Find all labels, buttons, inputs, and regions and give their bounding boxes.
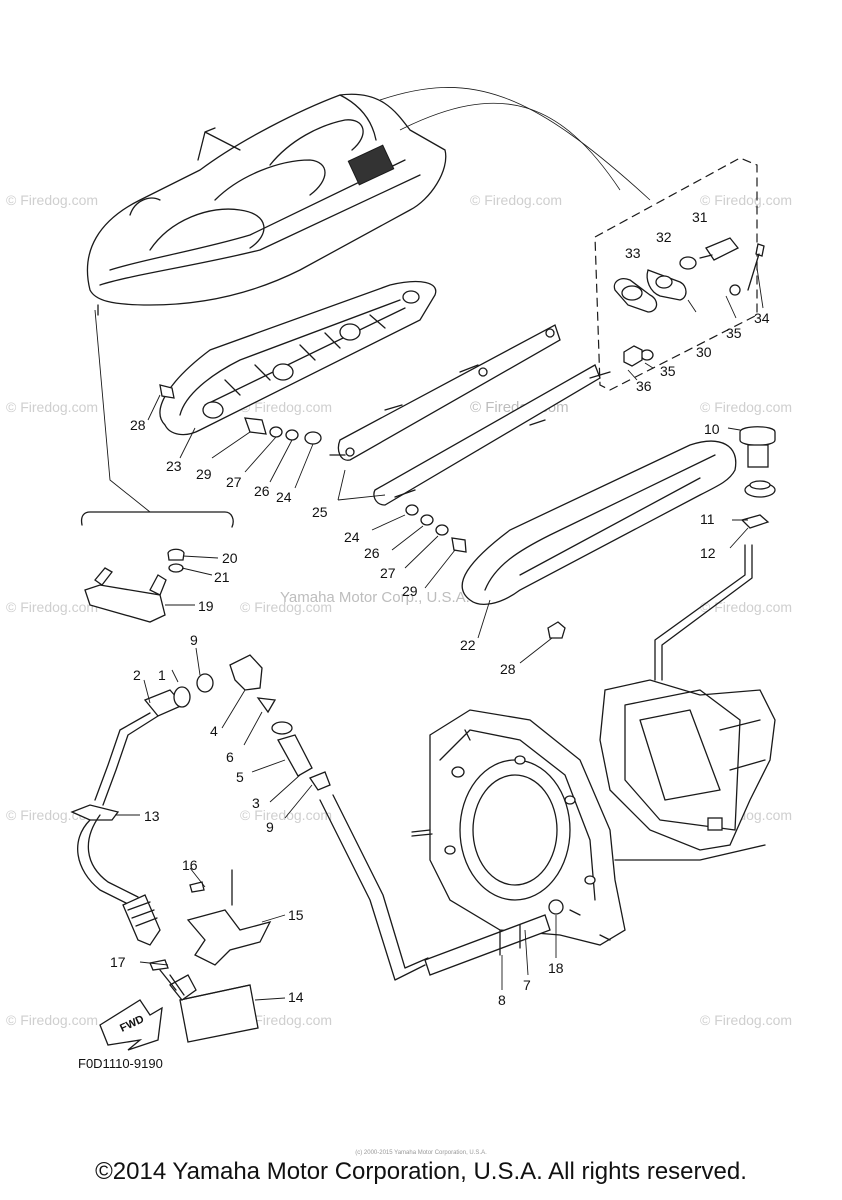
callout-18: 18 <box>548 960 564 976</box>
watermark: © Firedog.com <box>700 1012 792 1028</box>
jet-pump-housing <box>599 679 776 861</box>
watermark: © Firedog.com <box>700 399 792 415</box>
callout-30: 30 <box>696 344 712 360</box>
callout-31: 31 <box>692 209 708 225</box>
hose-fittings <box>94 647 331 819</box>
lower-hose-assembly <box>70 804 286 1043</box>
watermark: © Firedog.com <box>240 807 332 823</box>
copyright-notice: ©2014 Yamaha Motor Corporation, U.S.A. A… <box>95 1158 747 1185</box>
callout-33: 33 <box>625 245 641 261</box>
cooling-hose-assembly <box>319 794 557 990</box>
callout-27b: 27 <box>380 565 396 581</box>
callout-2: 2 <box>133 667 141 683</box>
tiny-credit: (c) 2000-2015 Yamaha Motor Corporation, … <box>355 1150 487 1156</box>
fwd-arrow: FWD <box>99 999 163 1051</box>
callout-15: 15 <box>288 907 304 923</box>
callout-26a: 26 <box>254 483 270 499</box>
sponson-leaders <box>147 394 749 664</box>
watermark: © Firedog.com <box>700 599 792 615</box>
callout-28a: 28 <box>130 417 146 433</box>
watermark: © Firedog.com <box>240 1012 332 1028</box>
detail-box <box>594 157 765 391</box>
callout-28b: 28 <box>500 661 516 677</box>
watermark: © Firedog.com <box>470 192 562 208</box>
callout-5: 5 <box>236 769 244 785</box>
callout-27a: 27 <box>226 474 242 490</box>
callout-4: 4 <box>210 723 218 739</box>
watercraft-illustration <box>86 87 651 316</box>
watermark: © Firedog.com <box>6 599 98 615</box>
callout-6: 6 <box>226 749 234 765</box>
callout-9b: 9 <box>266 819 274 835</box>
callout-1: 1 <box>158 667 166 683</box>
callouts: 1 2 3 4 5 6 7 8 9 9 10 11 12 13 14 15 16… <box>110 209 770 1008</box>
callout-34: 34 <box>754 310 770 326</box>
callout-24a: 24 <box>276 489 292 505</box>
left-sponson <box>159 280 611 506</box>
intake-plate <box>411 709 626 946</box>
callout-3: 3 <box>252 795 260 811</box>
watermark: © Firedog.com <box>6 399 98 415</box>
callout-21: 21 <box>214 569 230 585</box>
callout-26b: 26 <box>364 545 380 561</box>
callout-29a: 29 <box>196 466 212 482</box>
callout-10: 10 <box>704 421 720 437</box>
callout-24b: 24 <box>344 529 360 545</box>
watermark: © Firedog.com <box>700 192 792 208</box>
watermark: © Firedog.com <box>6 1012 98 1028</box>
callout-9a: 9 <box>190 632 198 648</box>
drain-plug-assembly <box>654 426 776 681</box>
callout-8: 8 <box>498 992 506 1008</box>
watermark: © Firedog.com <box>240 399 332 415</box>
diagram-code: F0D1110-9190 <box>78 1056 163 1071</box>
callout-16: 16 <box>182 857 198 873</box>
callout-13: 13 <box>144 808 160 824</box>
watermarks: © Firedog.com © Firedog.com © Firedog.co… <box>6 192 792 1028</box>
callout-20: 20 <box>222 550 238 566</box>
callout-35b: 35 <box>660 363 676 379</box>
bracket-detail <box>80 309 234 623</box>
callout-32: 32 <box>656 229 672 245</box>
right-sponson <box>405 440 737 639</box>
callout-11: 11 <box>700 511 715 527</box>
callout-17: 17 <box>110 954 126 970</box>
callout-25: 25 <box>312 504 328 520</box>
callout-19: 19 <box>198 598 214 614</box>
callout-29b: 29 <box>402 583 418 599</box>
callout-22: 22 <box>460 637 476 653</box>
watermark-yamaha: Yamaha Motor Corp., U.S.A. <box>280 589 470 606</box>
callout-36: 36 <box>636 378 652 394</box>
callout-7: 7 <box>523 977 531 993</box>
callout-35a: 35 <box>726 325 742 341</box>
callout-23: 23 <box>166 458 182 474</box>
callout-12: 12 <box>700 545 716 561</box>
callout-14: 14 <box>288 989 304 1005</box>
watermark: © Firedog.com <box>6 192 98 208</box>
watermark: © Firedog.com <box>240 599 332 615</box>
